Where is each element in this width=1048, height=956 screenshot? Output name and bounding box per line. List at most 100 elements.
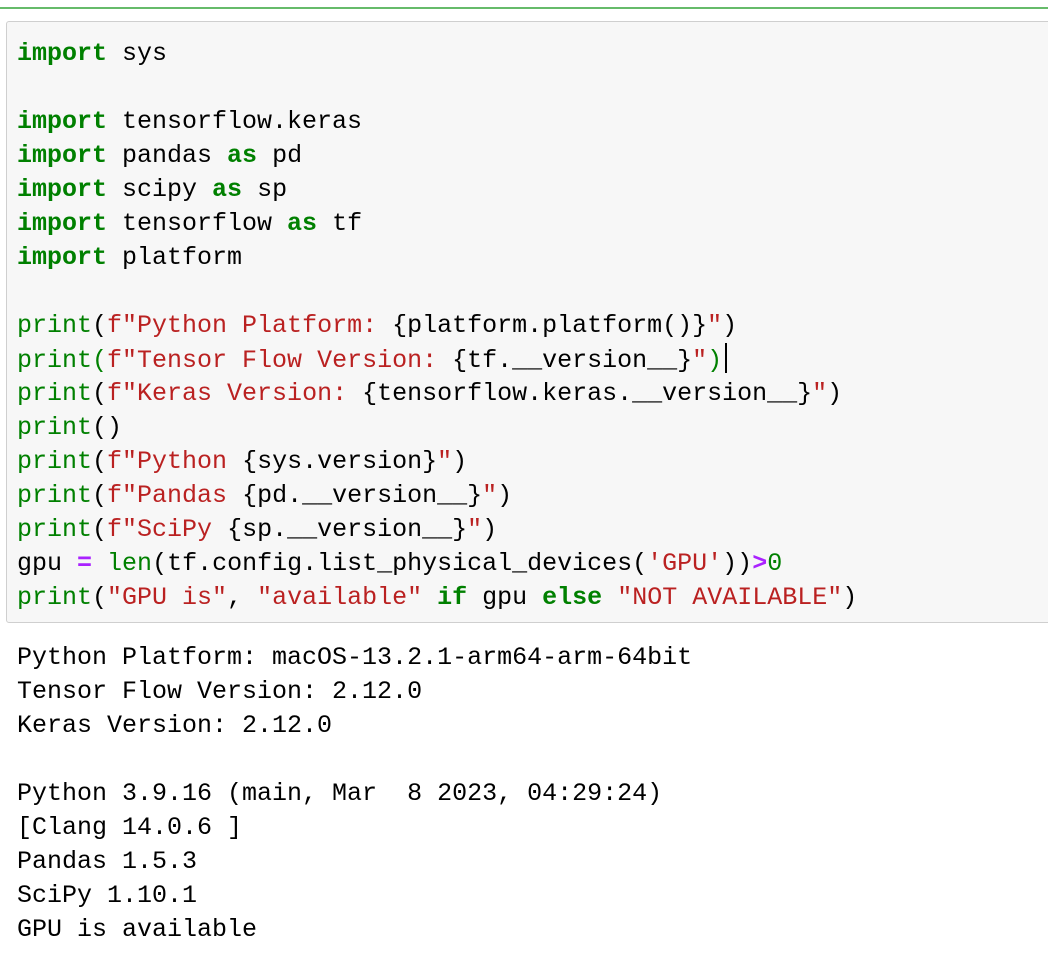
code-token: ,: [227, 583, 258, 612]
code-token: 0: [767, 549, 783, 578]
code-token: import: [17, 141, 108, 170]
code-token: print: [17, 413, 93, 442]
code-line[interactable]: [17, 275, 857, 309]
output-line: [Clang 14.0.6 ]: [17, 813, 243, 842]
code-line[interactable]: import sys: [17, 37, 857, 71]
code-token: {sp.__version__}: [227, 515, 468, 544]
code-token: ": [482, 481, 498, 510]
code-token: {tensorflow.keras.__version__}: [362, 379, 813, 408]
code-token: 'GPU': [647, 549, 723, 578]
code-line[interactable]: import scipy as sp: [17, 173, 857, 207]
code-token: ): [707, 346, 723, 375]
code-token: scipy: [107, 175, 213, 204]
code-token: pandas: [107, 141, 228, 170]
code-token: import: [17, 209, 108, 238]
code-token: ": [467, 515, 483, 544]
output-line: Pandas 1.5.3: [17, 847, 198, 876]
code-token: gpu: [467, 583, 543, 612]
code-token: platform: [107, 243, 243, 272]
code-line[interactable]: import tensorflow as tf: [17, 207, 857, 241]
code-token: ): [827, 379, 843, 408]
code-token: {tf.__version__}: [452, 346, 693, 375]
code-line[interactable]: print(f"Keras Version: {tensorflow.keras…: [17, 377, 857, 411]
output-line: GPU is available: [17, 915, 258, 944]
code-token: print: [17, 481, 93, 510]
output-line: Keras Version: 2.12.0: [17, 711, 333, 740]
code-token: import: [17, 39, 108, 68]
code-token: (: [92, 447, 108, 476]
output-line: Python Platform: macOS-13.2.1-arm64-arm-…: [17, 643, 693, 672]
code-token: tensorflow.keras: [107, 107, 363, 136]
code-line[interactable]: print(f"Python {sys.version}"): [17, 445, 857, 479]
code-line[interactable]: print("GPU is", "available" if gpu else …: [17, 581, 857, 615]
code-token: [602, 583, 617, 612]
code-token: f"Python: [107, 447, 243, 476]
code-line[interactable]: print(): [17, 411, 857, 445]
output-line: [17, 743, 692, 777]
code-line[interactable]: import platform: [17, 241, 857, 275]
code-token: "available": [257, 583, 423, 612]
code-token: ": [707, 311, 723, 340]
code-token: as: [212, 175, 243, 204]
code-token: (: [92, 583, 108, 612]
code-token: ": [812, 379, 828, 408]
code-token: ): [497, 481, 513, 510]
code-token: sp: [242, 175, 288, 204]
code-token: (): [92, 413, 123, 442]
code-token: else: [542, 583, 603, 612]
code-token: print: [17, 515, 93, 544]
code-token: [92, 549, 107, 578]
code-line[interactable]: print(f"Tensor Flow Version: {tf.__versi…: [17, 343, 857, 377]
code-line[interactable]: import pandas as pd: [17, 139, 857, 173]
code-token: ": [692, 346, 708, 375]
code-token: (: [92, 515, 108, 544]
code-token: [422, 583, 437, 612]
selected-cell-indicator: [0, 7, 1048, 9]
code-token: tensorflow: [107, 209, 288, 238]
code-line[interactable]: print(f"SciPy {sp.__version__}"): [17, 513, 857, 547]
code-token: ): [482, 515, 498, 544]
code-token: ): [842, 583, 858, 612]
output-line: Tensor Flow Version: 2.12.0: [17, 677, 423, 706]
code-token: as: [287, 209, 318, 238]
text-cursor: [725, 343, 728, 373]
code-token: =: [77, 549, 93, 578]
code-token: (: [92, 481, 108, 510]
code-token: )): [722, 549, 753, 578]
code-token: import: [17, 175, 108, 204]
code-token: (: [92, 346, 108, 375]
code-line[interactable]: import tensorflow.keras: [17, 105, 857, 139]
code-token: import: [17, 243, 108, 272]
code-token: (: [92, 311, 108, 340]
code-token: import: [17, 107, 108, 136]
code-token: if: [437, 583, 468, 612]
code-token: pd: [257, 141, 303, 170]
code-token: len: [107, 549, 153, 578]
code-token: "NOT AVAILABLE": [617, 583, 843, 612]
output-line: Python 3.9.16 (main, Mar 8 2023, 04:29:2…: [17, 779, 678, 808]
code-token: f"Pandas: [107, 481, 243, 510]
code-token: (: [92, 379, 108, 408]
code-token: f"Tensor Flow Version:: [107, 346, 453, 375]
code-line[interactable]: gpu = len(tf.config.list_physical_device…: [17, 547, 857, 581]
code-token: print: [17, 447, 93, 476]
code-token: {sys.version}: [242, 447, 438, 476]
code-token: print: [17, 379, 93, 408]
output-line: SciPy 1.10.1: [17, 881, 198, 910]
code-line[interactable]: print(f"Pandas {pd.__version__}"): [17, 479, 857, 513]
code-token: f"Keras Version:: [107, 379, 363, 408]
code-token: (tf.config.list_physical_devices(: [152, 549, 648, 578]
code-token: {pd.__version__}: [242, 481, 483, 510]
code-token: f"Python Platform:: [107, 311, 393, 340]
code-line[interactable]: print(f"Python Platform: {platform.platf…: [17, 309, 857, 343]
code-token: tf: [317, 209, 363, 238]
code-cell-output: Python Platform: macOS-13.2.1-arm64-arm-…: [17, 641, 692, 947]
code-token: as: [227, 141, 258, 170]
code-line[interactable]: [17, 71, 857, 105]
code-token: {platform.platform()}: [392, 311, 708, 340]
code-token: f"SciPy: [107, 515, 228, 544]
code-token: print: [17, 346, 93, 375]
code-token: "GPU is": [107, 583, 228, 612]
